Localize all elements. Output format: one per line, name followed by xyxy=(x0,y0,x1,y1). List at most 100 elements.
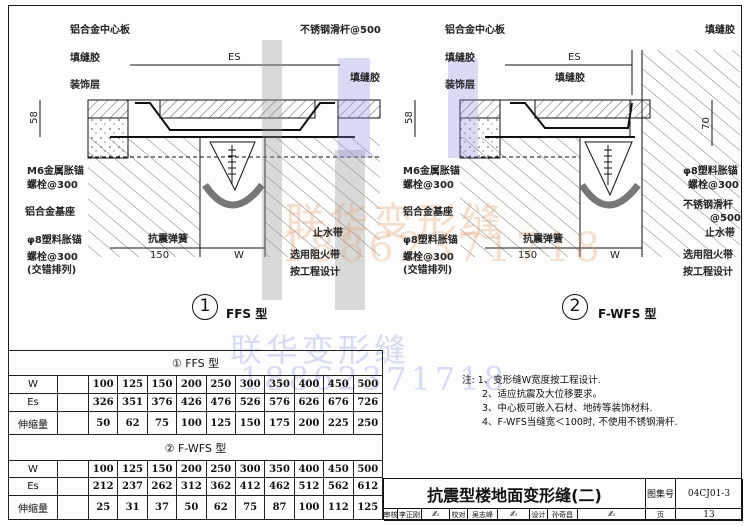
row-label: Es xyxy=(8,477,58,497)
dim-w: W xyxy=(234,250,244,261)
row-label: Es xyxy=(8,392,58,412)
table-cell: 112 xyxy=(323,495,354,520)
label-spring: 抗震弹簧 xyxy=(148,234,188,245)
f-wfs-section xyxy=(414,50,740,257)
table-cell: 450 xyxy=(323,459,354,479)
label-sealant: 填缝胶 xyxy=(70,53,100,64)
row-label: 伸缩量 xyxy=(8,410,58,436)
label-sealant-top: 填缝胶 xyxy=(705,25,735,36)
table-section-title-row: ② F-WFS 型 xyxy=(8,434,383,461)
table-cell: 62 xyxy=(117,410,148,436)
table-cell: 462 xyxy=(264,477,295,497)
label-finish-layer: 装饰层 xyxy=(70,80,100,91)
note-4: 4、F-WFS当缝宽＜100时, 不使用不锈钢滑杆. xyxy=(482,417,678,428)
drawing-number-1: 1 xyxy=(192,294,218,320)
empty-cell xyxy=(57,392,89,412)
table-cell: 512 xyxy=(293,477,325,497)
table-cell: 476 xyxy=(205,392,236,412)
watermark-bar xyxy=(335,150,365,310)
label-base: 铝合金基座 xyxy=(25,207,75,218)
label-by-design: 按工程设计 xyxy=(290,267,340,278)
table-cell: 500 xyxy=(352,375,384,394)
dim-70: 70 xyxy=(700,117,712,130)
label-m6-anchor: M6金属胀锚 xyxy=(403,166,460,177)
table-cell: 37 xyxy=(146,495,178,520)
table-cell: 351 xyxy=(117,392,148,412)
table-cell: 312 xyxy=(176,477,207,497)
table-cell: 562 xyxy=(323,477,354,497)
title-block: 抗震型楼地面变形缝(二) 图集号 04CJ01-3 审核 李正刚 ✍ 校对 吴志… xyxy=(383,478,743,521)
table-cell: 262 xyxy=(146,477,178,497)
table-cell: 726 xyxy=(352,392,384,412)
table-cell: 412 xyxy=(234,477,266,497)
label-steel-rod: 不锈钢滑杆 xyxy=(683,200,733,211)
designer: 孙奇昌 xyxy=(548,509,578,521)
table-cell: 237 xyxy=(117,477,148,497)
label-rod-spacing: @500 xyxy=(710,213,741,224)
dim-150: 150 xyxy=(150,250,170,261)
table-cell: 150 xyxy=(146,375,178,394)
table-cell: 350 xyxy=(264,459,295,479)
table-cell: 87 xyxy=(264,495,295,520)
row-label: W xyxy=(8,459,58,479)
table-cell: 50 xyxy=(176,495,207,520)
table-cell: 125 xyxy=(205,410,236,436)
drawing-frame xyxy=(8,5,742,520)
note-1: 注: 1、变形缝W宽度按工程设计. xyxy=(462,375,601,386)
table-cell: 500 xyxy=(352,459,384,479)
label-waterstop: 止水带 xyxy=(705,228,735,239)
label-steel-rod: 不锈钢滑杆@500 xyxy=(300,25,381,36)
label-sealant-right: 填缝胶 xyxy=(350,73,380,84)
checker: 吴志峰 xyxy=(468,509,498,521)
empty-cell xyxy=(57,375,89,394)
watermark-bar xyxy=(262,40,282,300)
empty-cell xyxy=(57,459,89,479)
reviewer: 李正刚 xyxy=(398,509,422,521)
dim-58: 58 xyxy=(28,111,40,124)
label-base: 铝合金基座 xyxy=(403,207,453,218)
label-firestop: 选用阻火带 xyxy=(290,250,340,261)
label-bolt-right: 螺栓@300 xyxy=(688,180,739,191)
table-cell: 25 xyxy=(87,495,119,520)
table-cell: 612 xyxy=(352,477,384,497)
check-label: 校对 xyxy=(450,509,468,521)
drawing-caption-2: F-WFS 型 xyxy=(598,307,657,321)
table-cell: 250 xyxy=(205,459,236,479)
reviewer-signature: ✍ xyxy=(422,509,450,521)
watermark-bar xyxy=(338,58,370,158)
label-bolt-2: 螺栓@300 xyxy=(27,252,78,263)
empty-cell xyxy=(57,477,89,497)
table-cell: 31 xyxy=(117,495,148,520)
designer-signature: ✍ xyxy=(578,509,646,521)
label-plastic-anchor: φ8塑料胀锚 xyxy=(27,235,82,246)
label-m6-anchor: M6金属胀锚 xyxy=(27,166,84,177)
table-section-title: ① FFS 型 xyxy=(8,349,383,377)
table-cell: 526 xyxy=(234,392,266,412)
ffs-section xyxy=(39,64,381,257)
label-bolt-2: 螺栓@300 xyxy=(403,252,454,263)
atlas-number: 04CJ01-3 xyxy=(676,479,743,509)
table-cell: 100 xyxy=(87,375,119,394)
empty-cell xyxy=(57,495,89,520)
table-cell: 200 xyxy=(293,410,325,436)
label-bolt: 螺栓@300 xyxy=(27,180,78,191)
label-staggered: (交错排列) xyxy=(403,265,453,276)
table-cell: 200 xyxy=(176,375,207,394)
checker-signature: ✍ xyxy=(498,509,530,521)
table-cell: 200 xyxy=(176,459,207,479)
watermark-phone: 18862371718 xyxy=(280,225,604,271)
table-cell: 400 xyxy=(293,375,325,394)
table-cell: 225 xyxy=(323,410,354,436)
notes: 注: 1、变形缝W宽度按工程设计. 2、适应抗震及大位移要求。 3、中心板可嵌入… xyxy=(462,374,677,430)
label-spring: 抗震弹簧 xyxy=(523,234,563,245)
dim-58: 58 xyxy=(403,111,415,124)
table-cell: 150 xyxy=(146,459,178,479)
label-finish-layer: 装饰层 xyxy=(445,80,475,91)
label-sealant-mid: 填缝胶 xyxy=(555,73,585,84)
table-cell: 300 xyxy=(234,459,266,479)
